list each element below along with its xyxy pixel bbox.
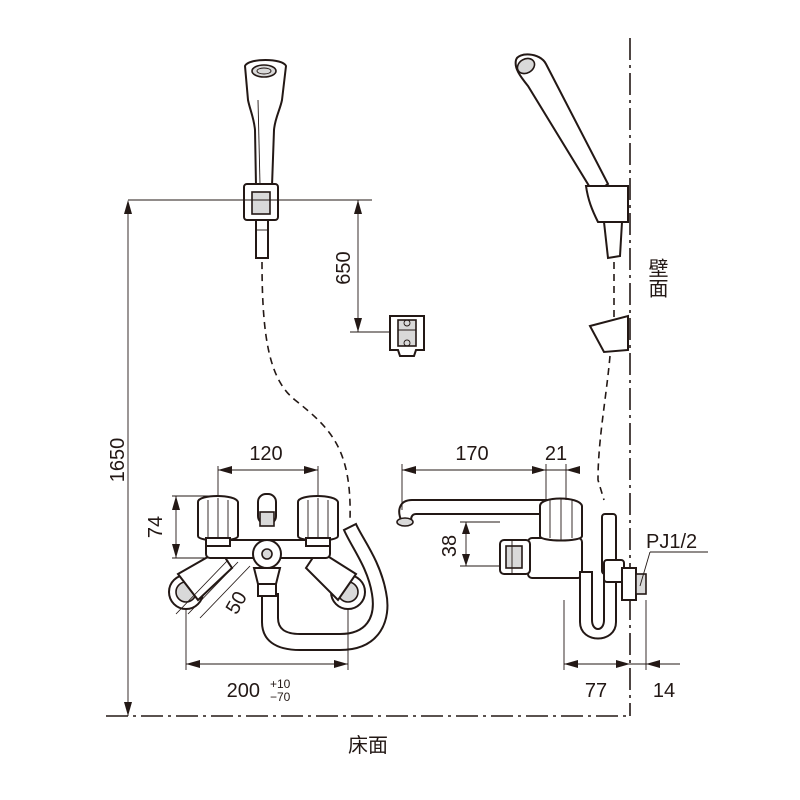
dim-inlet-tol-plus: +10: [270, 677, 291, 691]
front-shower-head: [243, 59, 288, 187]
dim-spout-drop: 38: [439, 535, 461, 557]
dimension-650: 650: [333, 200, 390, 333]
front-bottom-pipe: [261, 522, 389, 651]
front-right-inlet: [304, 548, 366, 610]
dim-inlet-tol-minus: −70: [270, 690, 291, 704]
dim-spout-reach: 170: [455, 443, 488, 465]
dim-valve-spacing: 120: [249, 443, 282, 465]
front-shower-holder: [243, 183, 279, 259]
side-body: [499, 537, 583, 579]
front-shower-hose: [261, 261, 351, 521]
dim-total-height: 1650: [107, 438, 129, 483]
dimension-74: 74: [145, 495, 210, 559]
front-left-handle: [197, 495, 239, 547]
wall-label-1: 壁面: [645, 258, 668, 298]
floor-label: 床面: [348, 734, 388, 757]
thread-callout: PJ1/2: [639, 531, 708, 587]
dim-eccentric: 50: [222, 588, 252, 618]
wall-holder-part: [389, 315, 425, 357]
dim-handle-height: 74: [145, 516, 167, 538]
side-wall-holder: [588, 314, 629, 354]
dim-wall-to-body: 77: [585, 680, 607, 702]
dimension-200: 200 +10 −70: [185, 610, 349, 704]
dim-thread-length: 14: [653, 680, 675, 702]
thread-label: PJ1/2: [646, 531, 697, 553]
side-shower-head: [514, 53, 629, 260]
side-shower-hose: [597, 262, 615, 501]
dim-inlet-spacing: 200: [227, 680, 260, 702]
front-diverter: [252, 493, 282, 597]
dim-holder-height: 650: [333, 251, 355, 284]
front-left-inlet: [168, 548, 234, 610]
dimension-170-21: 170 21: [401, 443, 580, 510]
dimension-120: 120: [217, 443, 319, 496]
dim-spout-offset: 21: [545, 443, 567, 465]
dimension-1650: 1650: [107, 199, 372, 716]
dimension-77-14: 77 14: [563, 600, 680, 702]
dimension-38: 38: [439, 521, 500, 567]
front-right-handle: [297, 495, 339, 547]
side-handle: [539, 497, 583, 542]
